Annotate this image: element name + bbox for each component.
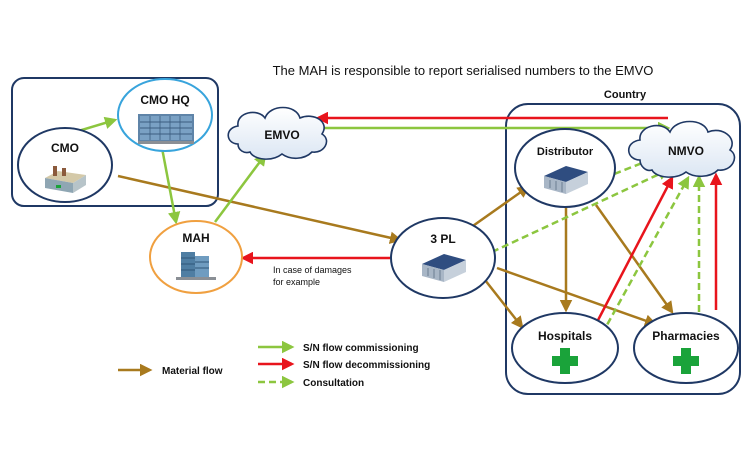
legend-consultation-label: Consultation <box>303 378 364 389</box>
node-mah: MAH <box>149 220 243 294</box>
legend-commissioning-label: S/N flow commissioning <box>303 343 419 354</box>
medical-cross-icon <box>673 348 699 374</box>
decommissioning-arrows <box>240 111 723 371</box>
legend-decommissioning-label: S/N flow decommissioning <box>303 360 430 371</box>
node-nmvo: NMVO <box>627 120 736 178</box>
cloud-icon <box>627 120 736 178</box>
country-box <box>505 103 741 395</box>
country-label: Country <box>604 89 647 101</box>
node-pharmacies: Pharmacies <box>633 312 739 384</box>
warehouse-icon <box>544 166 588 194</box>
arrow-mah-to-emvo <box>213 152 267 223</box>
node-nmvo-label: NMVO <box>668 144 704 158</box>
node-cmo-hq-label: CMO HQ <box>140 93 189 107</box>
node-pharmacies-label: Pharmacies <box>652 329 720 343</box>
node-emvo: EMVO <box>227 106 328 160</box>
node-cmo-label: CMO <box>51 141 79 155</box>
legend-material-label: Material flow <box>162 366 223 377</box>
arrow-3pl-to-hospitals <box>484 279 524 329</box>
factory-icon <box>45 166 86 193</box>
node-cmo: CMO <box>17 127 113 203</box>
damage-note-line1: In case of damages <box>273 265 352 275</box>
node-emvo-label: EMVO <box>264 128 299 142</box>
node-hospitals-label: Hospitals <box>538 329 592 343</box>
node-cmo-hq: CMO HQ <box>117 78 213 152</box>
arrow-distributor-to-pharmacies <box>594 204 674 315</box>
arrow-cmo-to-3pl <box>117 174 403 244</box>
legend: Material flow S/N flow commissioning S/N… <box>162 343 430 389</box>
node-hospitals: Hospitals <box>511 312 619 384</box>
arrow-3pl-to-distributor <box>469 185 531 230</box>
node-3pl-label: 3 PL <box>430 232 455 246</box>
arrow-3pl-to-pharmacies <box>496 266 658 327</box>
arrow-hospitals-to-nmvo-consult <box>600 175 690 335</box>
node-3pl: 3 PL <box>390 217 496 299</box>
arrow-hospitals-to-nmvo <box>594 175 674 325</box>
office-tower-icon <box>176 252 216 280</box>
medical-cross-icon <box>552 348 578 374</box>
damage-note-line2: for example <box>273 277 320 287</box>
diagram-title: The MAH is responsible to report seriali… <box>273 63 654 78</box>
office-building-icon <box>138 114 194 144</box>
warehouse-icon <box>422 254 466 282</box>
node-mah-label: MAH <box>182 231 209 245</box>
node-distributor-label: Distributor <box>537 146 594 158</box>
arrow-cmohq-to-mah <box>160 147 181 225</box>
cmo-group-box <box>11 77 219 207</box>
material-flow-arrows <box>117 174 674 377</box>
node-distributor: Distributor <box>514 128 616 208</box>
cloud-icon <box>227 106 328 160</box>
